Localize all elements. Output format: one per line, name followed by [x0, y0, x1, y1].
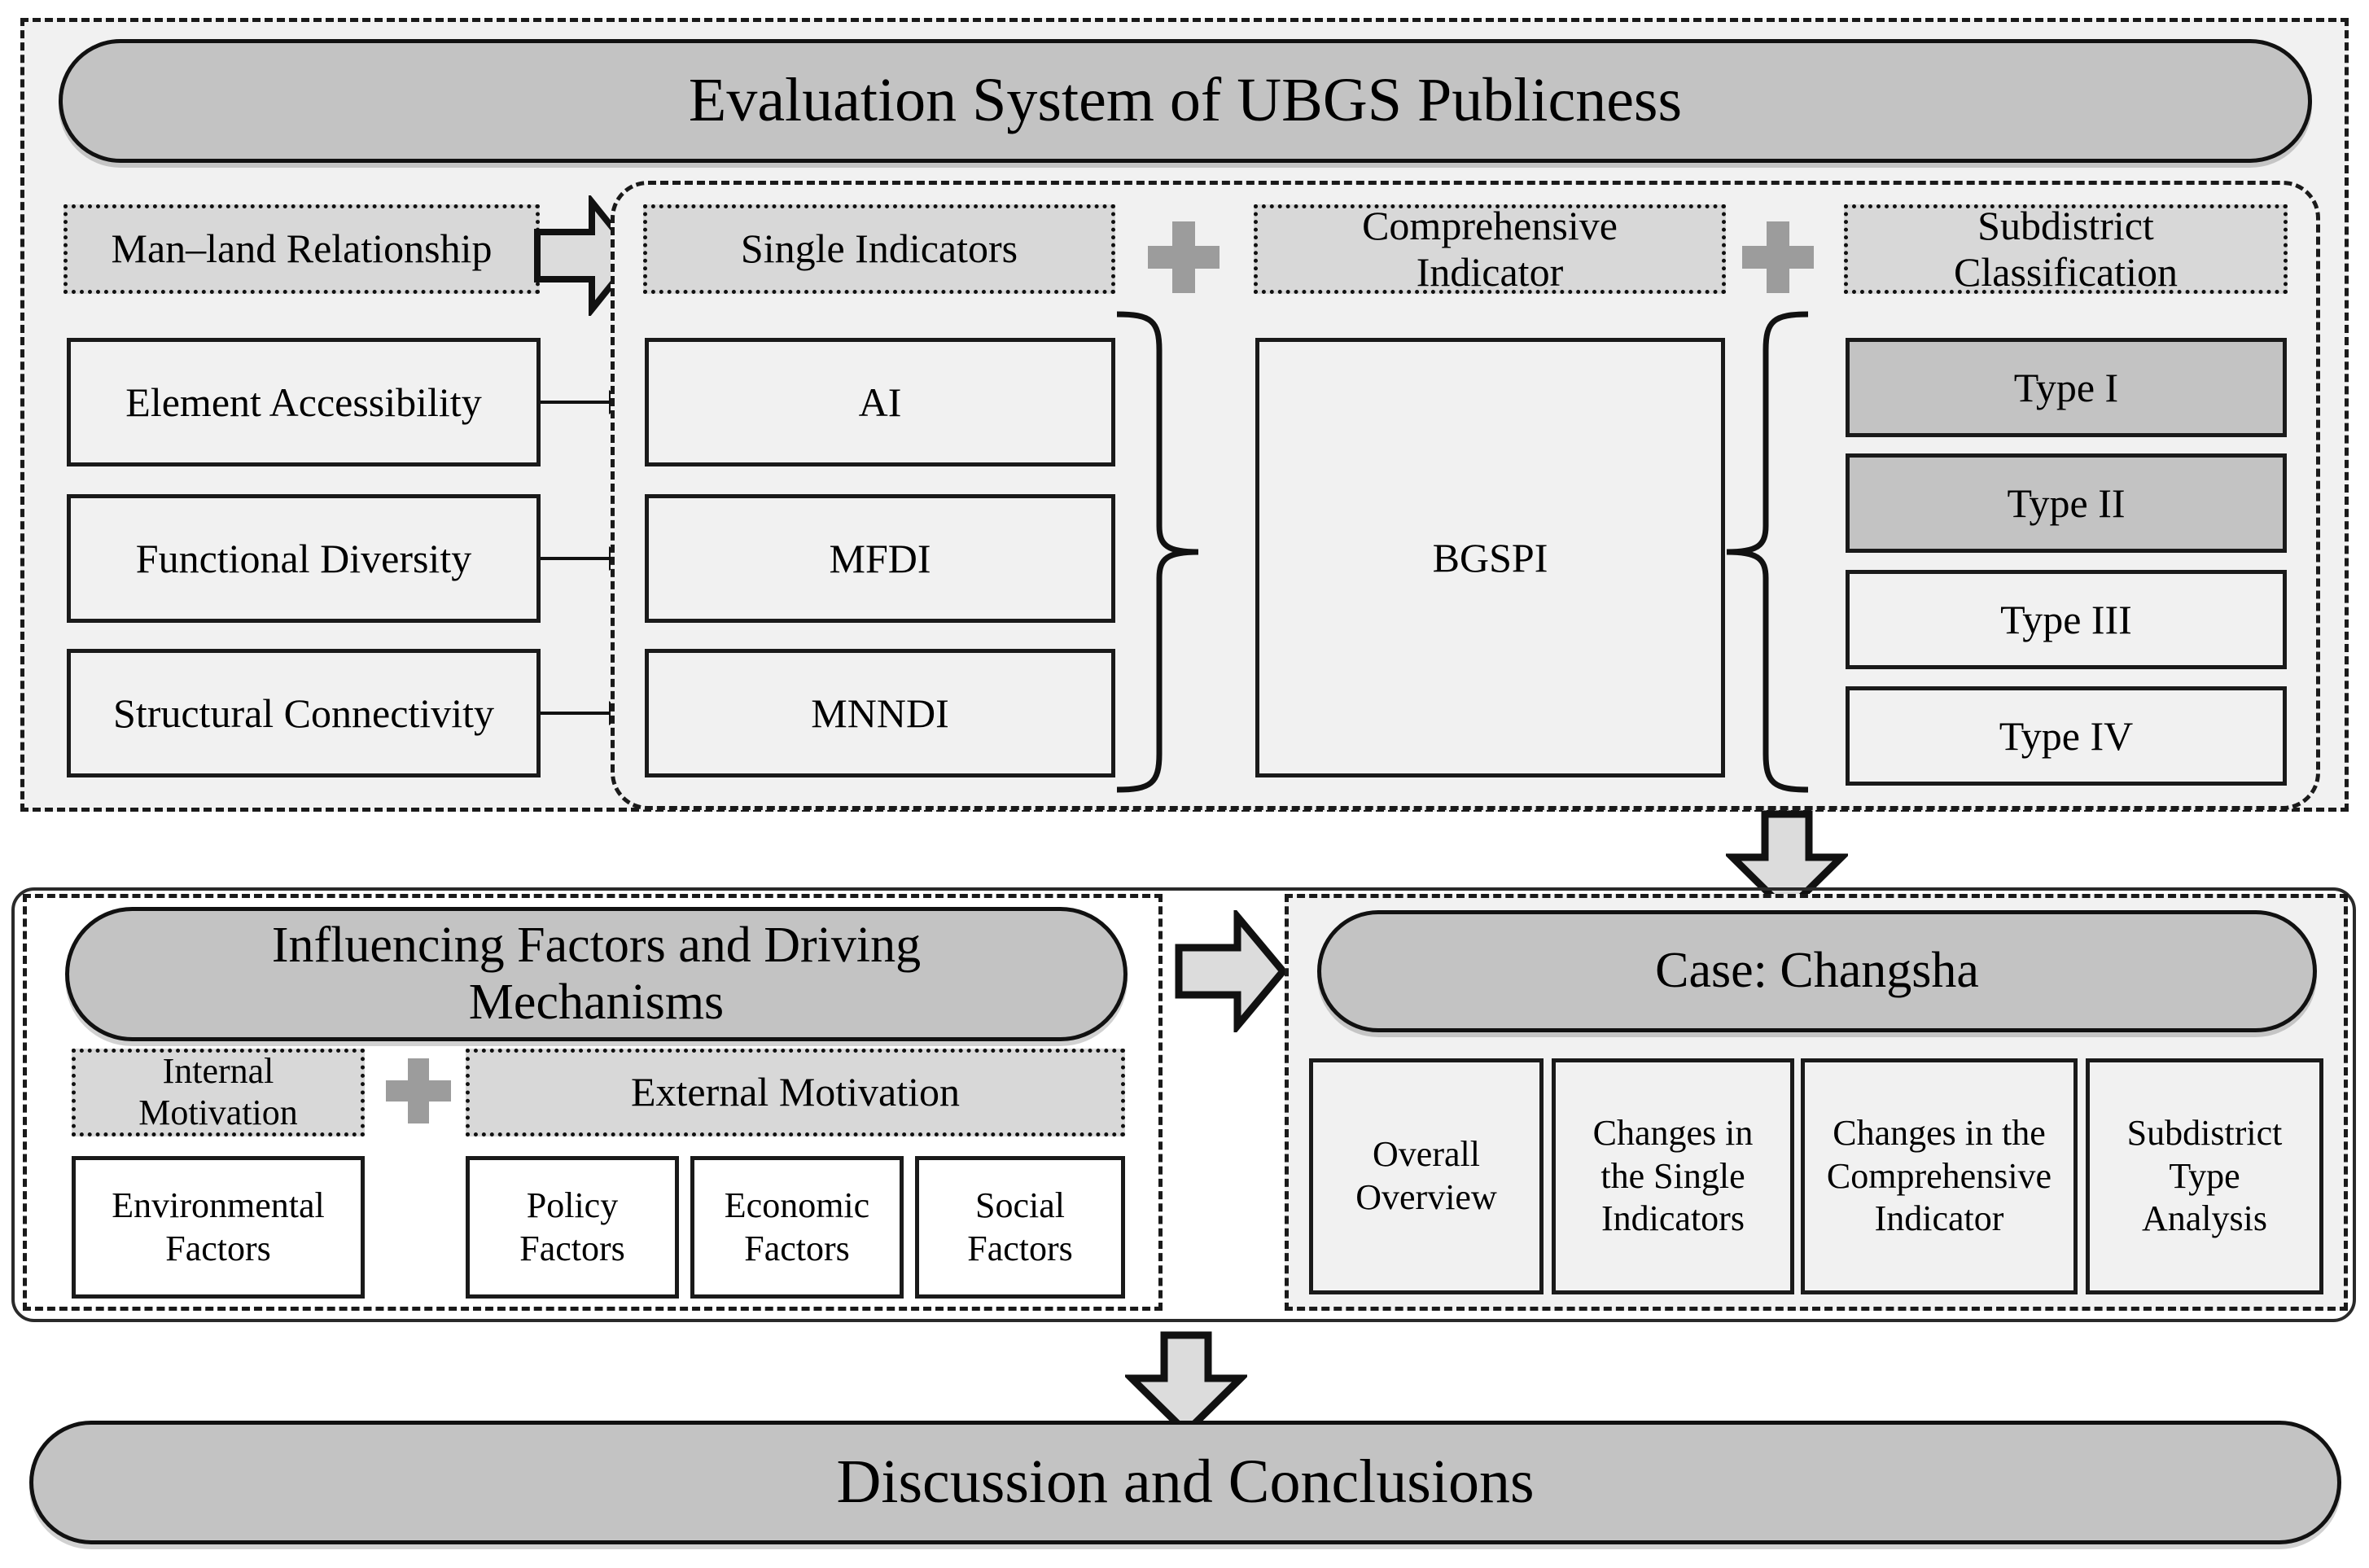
header-line-1: Subdistrict — [1977, 202, 2154, 248]
internal-motivation-label: Internal Motivation — [138, 1051, 298, 1133]
indicator-box-mnndi[interactable]: MNNDI — [645, 649, 1115, 777]
type-label: Type III — [2000, 597, 2132, 642]
header-line-2: Motivation — [138, 1093, 298, 1132]
factor-line-2: Factors — [967, 1228, 1073, 1268]
title-line-1: Influencing Factors and Driving — [271, 918, 922, 974]
arrow-down-evaluation-to-case — [1726, 810, 1848, 916]
factor-box-structural-connectivity[interactable]: Structural Connectivity — [67, 649, 541, 777]
man-land-relationship-label: Man–land Relationship — [111, 226, 493, 272]
arrow-down-to-conclusions — [1125, 1331, 1247, 1437]
factor-box-economic[interactable]: Economic Factors — [690, 1156, 904, 1299]
factor-line-2: Factors — [165, 1228, 271, 1268]
subdistrict-classification-label: Subdistrict Classification — [1954, 203, 2178, 296]
case-box-subdistrict-type-analysis[interactable]: Subdistrict Type Analysis — [2086, 1058, 2323, 1294]
header-line-1: Internal — [162, 1051, 274, 1092]
single-indicators-header: Single Indicators — [643, 204, 1115, 294]
comprehensive-indicator-header: Comprehensive Indicator — [1254, 203, 1726, 296]
factor-box-policy[interactable]: Policy Factors — [466, 1156, 679, 1299]
page-title: Evaluation System of UBGS Publicness — [688, 66, 1683, 135]
type-box-iii[interactable]: Type III — [1846, 570, 2287, 669]
factor-label: Economic Factors — [725, 1185, 869, 1271]
header-line-1: Comprehensive — [1362, 202, 1618, 248]
factor-box-environmental[interactable]: Environmental Factors — [72, 1156, 365, 1299]
header-line-2: Indicator — [1416, 249, 1564, 295]
title-line-2: Mechanisms — [468, 974, 725, 1030]
factor-line-2: Factors — [744, 1228, 850, 1268]
case-box-comprehensive-indicator[interactable]: Changes in the Comprehensive Indicator — [1801, 1058, 2078, 1294]
indicator-label: MFDI — [829, 536, 931, 581]
evaluation-system-title-banner: Evaluation System of UBGS Publicness — [59, 39, 2312, 163]
conclusion-title: Discussion and Conclusions — [836, 1448, 1535, 1517]
case-study-title-banner: Case: Changsha — [1317, 910, 2317, 1032]
type-box-iv[interactable]: Type IV — [1846, 686, 2287, 786]
connector-line-2 — [541, 557, 611, 560]
factor-line-1: Policy — [526, 1185, 619, 1225]
case-line-1: Changes in the — [1833, 1112, 2046, 1153]
case-label: Subdistrict Type Analysis — [2127, 1112, 2283, 1241]
influencing-factors-title: Influencing Factors and Driving Mechanis… — [272, 918, 921, 1031]
brace-single-indicators — [1114, 308, 1203, 796]
case-box-overall-overview[interactable]: Overall Overview — [1309, 1058, 1544, 1294]
factor-line-1: Environmental — [112, 1185, 325, 1225]
external-motivation-header: External Motivation — [466, 1049, 1125, 1137]
factor-line-1: Social — [975, 1185, 1065, 1225]
case-label: Changes in the Comprehensive Indicator — [1827, 1112, 2052, 1241]
comprehensive-indicator-label: Comprehensive Indicator — [1362, 203, 1618, 296]
man-land-relationship-header: Man–land Relationship — [63, 204, 540, 294]
factor-label: Element Accessibility — [125, 379, 482, 425]
case-line-2: the Single — [1600, 1155, 1745, 1196]
case-label: Overall Overview — [1355, 1133, 1497, 1220]
case-line-3: Indicators — [1601, 1198, 1745, 1239]
factor-label: Policy Factors — [519, 1185, 625, 1271]
factor-label: Structural Connectivity — [113, 690, 494, 736]
brace-subdistrict-classification — [1722, 308, 1811, 796]
factor-label: Social Factors — [967, 1185, 1073, 1271]
case-box-single-indicators[interactable]: Changes in the Single Indicators — [1552, 1058, 1794, 1294]
conclusion-banner: Discussion and Conclusions — [29, 1421, 2341, 1544]
case-line-1: Subdistrict — [2126, 1112, 2283, 1153]
case-line-2: Type — [2169, 1155, 2240, 1196]
external-motivation-label: External Motivation — [630, 1069, 961, 1115]
bgspi-box[interactable]: BGSPI — [1255, 338, 1725, 777]
case-label: Changes in the Single Indicators — [1593, 1112, 1754, 1241]
type-label: Type IV — [1999, 713, 2134, 759]
type-label: Type I — [2013, 365, 2119, 410]
type-label: Type II — [2007, 480, 2126, 526]
internal-motivation-header: Internal Motivation — [72, 1049, 365, 1137]
type-box-ii[interactable]: Type II — [1846, 453, 2287, 553]
plus-icon-1 — [1148, 221, 1220, 293]
case-line-2: Comprehensive — [1826, 1155, 2052, 1196]
case-line-2: Overview — [1355, 1177, 1497, 1217]
bgspi-label: BGSPI — [1432, 535, 1548, 580]
factor-label: Environmental Factors — [112, 1185, 325, 1271]
factor-line-1: Economic — [724, 1185, 870, 1225]
connector-line-3 — [541, 712, 611, 715]
case-line-3: Indicator — [1874, 1198, 2004, 1239]
factor-box-functional-diversity[interactable]: Functional Diversity — [67, 494, 541, 623]
case-study-title: Case: Changsha — [1655, 943, 1979, 999]
lower-section-outer-frame — [11, 887, 2356, 1322]
plus-icon-2 — [1742, 221, 1814, 293]
case-line-1: Overall — [1373, 1134, 1480, 1175]
case-line-1: Changes in — [1592, 1112, 1754, 1153]
factor-line-2: Factors — [519, 1228, 625, 1268]
indicator-box-mfdi[interactable]: MFDI — [645, 494, 1115, 623]
case-line-3: Analysis — [2142, 1198, 2267, 1239]
indicator-label: AI — [858, 379, 902, 425]
type-box-i[interactable]: Type I — [1846, 338, 2287, 437]
factor-box-element-accessibility[interactable]: Element Accessibility — [67, 338, 541, 466]
indicator-label: MNNDI — [811, 690, 949, 736]
header-line-2: Classification — [1954, 249, 2178, 295]
factor-box-social[interactable]: Social Factors — [915, 1156, 1125, 1299]
subdistrict-classification-header: Subdistrict Classification — [1844, 203, 2288, 296]
indicator-box-ai[interactable]: AI — [645, 338, 1115, 466]
single-indicators-label: Single Indicators — [740, 226, 1018, 272]
factor-label: Functional Diversity — [135, 536, 472, 581]
influencing-factors-title-banner: Influencing Factors and Driving Mechanis… — [65, 907, 1128, 1041]
plus-icon-3 — [386, 1058, 451, 1123]
arrow-right-factors-to-case — [1174, 910, 1288, 1032]
connector-line-1 — [541, 401, 611, 404]
